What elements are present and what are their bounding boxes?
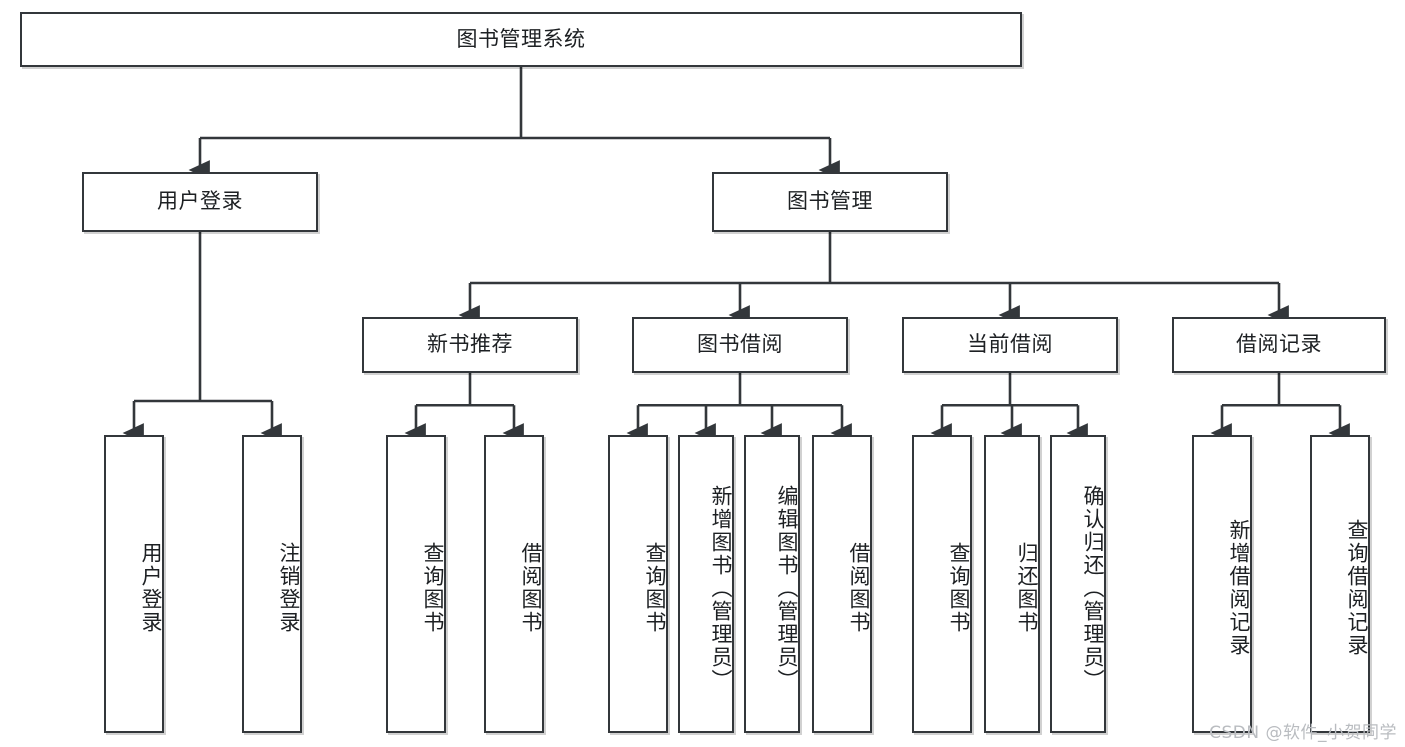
node-root[interactable]: 图书管理系统	[20, 12, 1022, 67]
node-label: 查询图书	[643, 542, 667, 634]
node-label: 查询借阅记录	[1345, 519, 1369, 657]
node-leaf-cur-return[interactable]: 归还图书	[984, 435, 1040, 733]
node-label: 新书推荐	[427, 332, 513, 357]
node-book-manage[interactable]: 图书管理	[712, 172, 948, 232]
node-label: 当前借阅	[967, 332, 1053, 357]
node-leaf-user-login[interactable]: 用户登录	[104, 435, 164, 733]
node-label: 图书管理系统	[456, 26, 586, 51]
node-borrow-record[interactable]: 借阅记录	[1172, 317, 1386, 373]
node-label: 新增借阅记录	[1227, 519, 1251, 657]
node-leaf-rcd-query[interactable]: 查询借阅记录	[1310, 435, 1370, 733]
node-label: 编辑图书（管理员）	[775, 484, 799, 692]
node-current-borrow[interactable]: 当前借阅	[902, 317, 1118, 373]
node-new-book-rec[interactable]: 新书推荐	[362, 317, 578, 373]
node-label: 新增图书（管理员）	[709, 484, 733, 692]
node-leaf-cur-confirm[interactable]: 确认归还（管理员）	[1050, 435, 1106, 733]
node-label: 图书管理	[787, 189, 873, 214]
node-label: 借阅图书	[847, 542, 871, 634]
watermark-text: CSDN @软件_小贺同学	[1209, 723, 1397, 743]
node-leaf-brw-lend[interactable]: 借阅图书	[812, 435, 872, 733]
node-leaf-brw-edit[interactable]: 编辑图书（管理员）	[744, 435, 800, 733]
node-leaf-user-logout[interactable]: 注销登录	[242, 435, 302, 733]
node-label: 借阅记录	[1236, 332, 1322, 357]
node-leaf-rec-query[interactable]: 查询图书	[386, 435, 446, 733]
node-leaf-rcd-add[interactable]: 新增借阅记录	[1192, 435, 1252, 733]
node-leaf-brw-add[interactable]: 新增图书（管理员）	[678, 435, 734, 733]
node-book-borrow[interactable]: 图书借阅	[632, 317, 848, 373]
node-leaf-rec-borrow[interactable]: 借阅图书	[484, 435, 544, 733]
node-label: 查询图书	[421, 542, 445, 634]
node-label: 归还图书	[1015, 542, 1039, 634]
node-leaf-brw-query[interactable]: 查询图书	[608, 435, 668, 733]
node-label: 用户登录	[157, 189, 243, 214]
node-label: 借阅图书	[519, 542, 543, 634]
node-label: 图书借阅	[697, 332, 783, 357]
node-label: 确认归还（管理员）	[1081, 484, 1105, 692]
node-user-login[interactable]: 用户登录	[82, 172, 318, 232]
node-label: 注销登录	[277, 542, 301, 634]
node-label: 用户登录	[139, 542, 163, 634]
node-leaf-cur-query[interactable]: 查询图书	[912, 435, 972, 733]
node-label: 查询图书	[947, 542, 971, 634]
